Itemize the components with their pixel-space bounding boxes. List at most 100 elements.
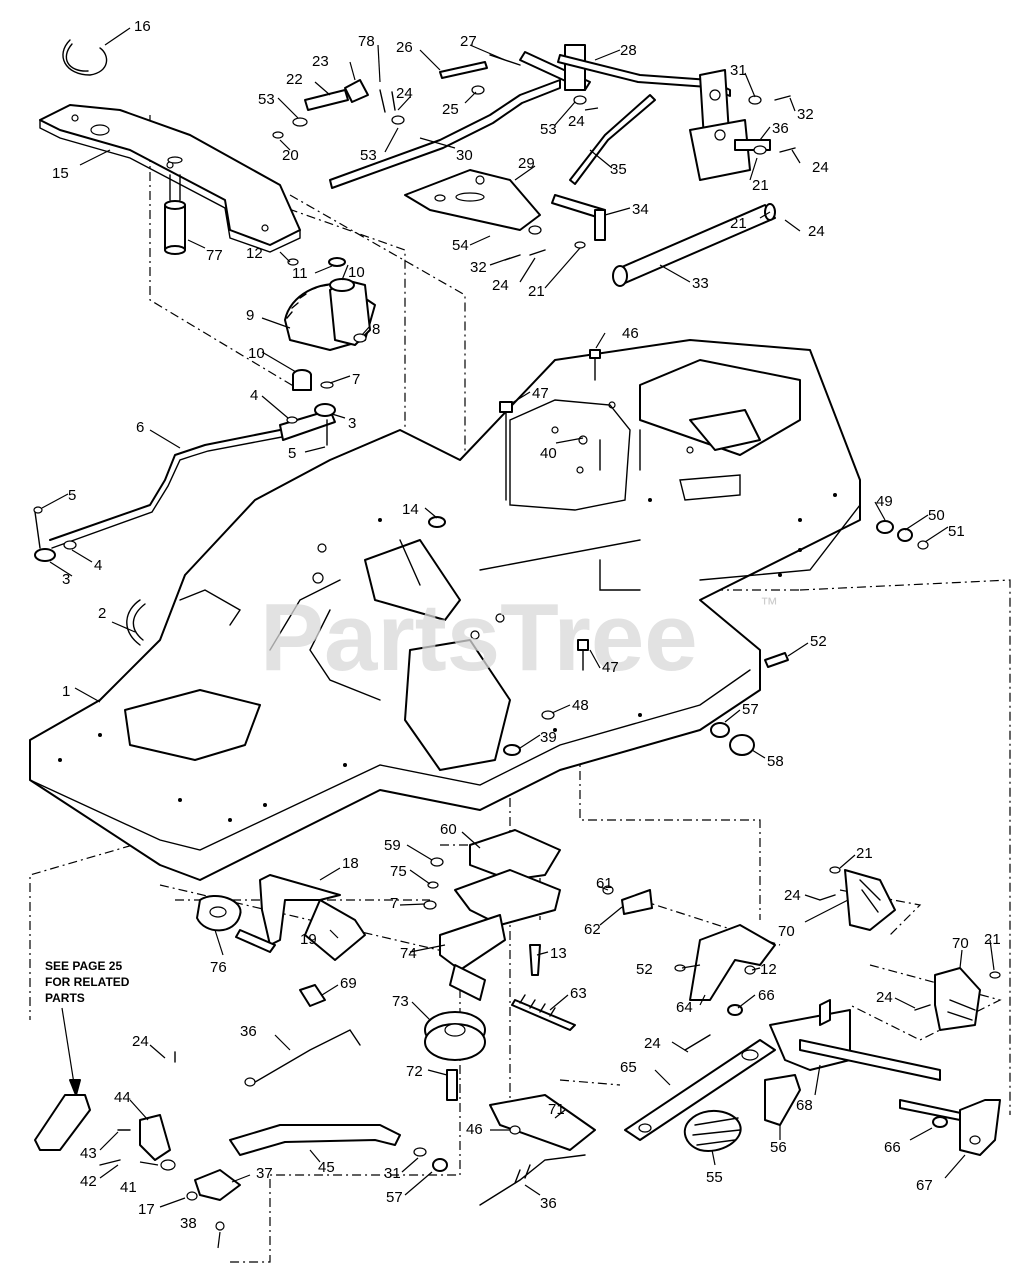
- lever-handle-assembly: [196, 874, 366, 1007]
- label-part-12b: 12: [760, 961, 777, 978]
- label-part-21e: 21: [984, 931, 1001, 948]
- note-line-2: FOR RELATED: [45, 975, 130, 989]
- label-part-38: 38: [180, 1215, 197, 1232]
- drag-link-assembly: [33, 403, 336, 562]
- label-part-36b: 36: [240, 1023, 257, 1040]
- label-part-47a: 47: [532, 385, 549, 402]
- label-part-63: 63: [570, 985, 587, 1002]
- label-part-45: 45: [318, 1159, 335, 1176]
- label-part-8: 8: [372, 321, 380, 338]
- label-part-61: 61: [596, 875, 613, 892]
- label-part-47b: 47: [602, 659, 619, 676]
- label-part-49: 49: [876, 493, 893, 510]
- leader-lines: [41, 27, 995, 1249]
- label-part-13: 13: [550, 945, 567, 962]
- label-part-3a: 3: [348, 415, 356, 432]
- watermark-text: PartsTree: [260, 584, 698, 691]
- label-part-31b: 31: [384, 1165, 401, 1182]
- label-part-57a: 57: [742, 701, 759, 718]
- label-part-68: 68: [796, 1097, 813, 1114]
- label-part-3b: 3: [62, 571, 70, 588]
- label-part-52a: 52: [810, 633, 827, 650]
- label-part-70a: 70: [778, 923, 795, 940]
- lower-left-linkage: [34, 1029, 448, 1231]
- label-part-57b: 57: [386, 1189, 403, 1206]
- label-part-64: 64: [676, 999, 693, 1016]
- spacer-77: [164, 156, 186, 255]
- label-part-12a: 12: [246, 245, 263, 262]
- watermark: PartsTree ™: [260, 584, 778, 691]
- label-part-37: 37: [256, 1165, 273, 1182]
- label-part-24e: 24: [808, 223, 825, 240]
- plate-and-arms: [404, 169, 776, 287]
- label-part-73: 73: [392, 993, 409, 1010]
- label-part-36c: 36: [540, 1195, 557, 1212]
- label-part-21b: 21: [528, 283, 545, 300]
- label-part-16: 16: [134, 18, 151, 35]
- label-part-15: 15: [52, 165, 69, 182]
- label-part-54: 54: [452, 237, 469, 254]
- label-part-23: 23: [312, 53, 329, 70]
- steering-shaft-assembly: [272, 44, 591, 189]
- label-part-9: 9: [246, 307, 254, 324]
- label-part-66b: 66: [884, 1139, 901, 1156]
- label-part-50: 50: [928, 507, 945, 524]
- label-part-31a: 31: [730, 62, 747, 79]
- label-part-44: 44: [114, 1089, 131, 1106]
- label-part-36a: 36: [772, 120, 789, 137]
- label-part-1: 1: [62, 683, 70, 700]
- label-part-67: 67: [916, 1177, 933, 1194]
- watermark-tm: ™: [760, 594, 778, 614]
- label-part-4a: 4: [250, 387, 258, 404]
- right-side-hardware: [126, 516, 929, 756]
- label-part-18: 18: [342, 855, 359, 872]
- label-part-26: 26: [396, 39, 413, 56]
- label-part-43: 43: [80, 1145, 97, 1162]
- label-part-6: 6: [136, 419, 144, 436]
- label-part-35: 35: [610, 161, 627, 178]
- label-part-7b: 7: [390, 895, 398, 912]
- label-part-5b: 5: [68, 487, 76, 504]
- label-part-59: 59: [384, 837, 401, 854]
- label-part-66a: 66: [758, 987, 775, 1004]
- label-part-21c: 21: [730, 215, 747, 232]
- label-part-27: 27: [460, 33, 477, 50]
- main-frame: [29, 339, 861, 881]
- label-part-77: 77: [206, 247, 223, 264]
- label-part-52b: 52: [636, 961, 653, 978]
- label-part-51: 51: [948, 523, 965, 540]
- note-line-3: PARTS: [45, 991, 85, 1005]
- label-part-56: 56: [770, 1139, 787, 1156]
- bracket-15: [39, 39, 301, 253]
- label-part-11: 11: [292, 265, 308, 282]
- label-part-10b: 10: [248, 345, 265, 362]
- label-part-14: 14: [402, 501, 419, 518]
- label-part-24h: 24: [876, 989, 893, 1006]
- label-part-10a: 10: [348, 264, 365, 281]
- label-part-69: 69: [340, 975, 357, 992]
- label-part-24a: 24: [396, 85, 413, 102]
- label-part-2: 2: [98, 605, 106, 622]
- label-part-21a: 21: [752, 177, 769, 194]
- label-part-24g: 24: [784, 887, 801, 904]
- pulley-assembly: [423, 829, 653, 1206]
- label-part-33: 33: [692, 275, 709, 292]
- label-part-74: 74: [400, 945, 417, 962]
- label-part-76: 76: [210, 959, 227, 976]
- label-part-19: 19: [300, 931, 317, 948]
- related-parts-note: SEE PAGE 25 FOR RELATED PARTS: [45, 959, 130, 1096]
- label-part-7a: 7: [352, 371, 360, 388]
- label-part-34: 34: [632, 201, 649, 218]
- label-part-29: 29: [518, 155, 535, 172]
- label-part-24c: 24: [812, 159, 829, 176]
- lower-right-assembly: [624, 866, 1001, 1156]
- note-line-1: SEE PAGE 25: [45, 959, 122, 973]
- label-part-17: 17: [138, 1201, 155, 1218]
- label-part-32b: 32: [470, 259, 487, 276]
- label-part-48: 48: [572, 697, 589, 714]
- label-part-62: 62: [584, 921, 601, 938]
- label-part-24d: 24: [492, 277, 509, 294]
- label-part-24b: 24: [568, 113, 585, 130]
- bracket-40: [499, 349, 641, 511]
- label-part-24f: 24: [644, 1035, 661, 1052]
